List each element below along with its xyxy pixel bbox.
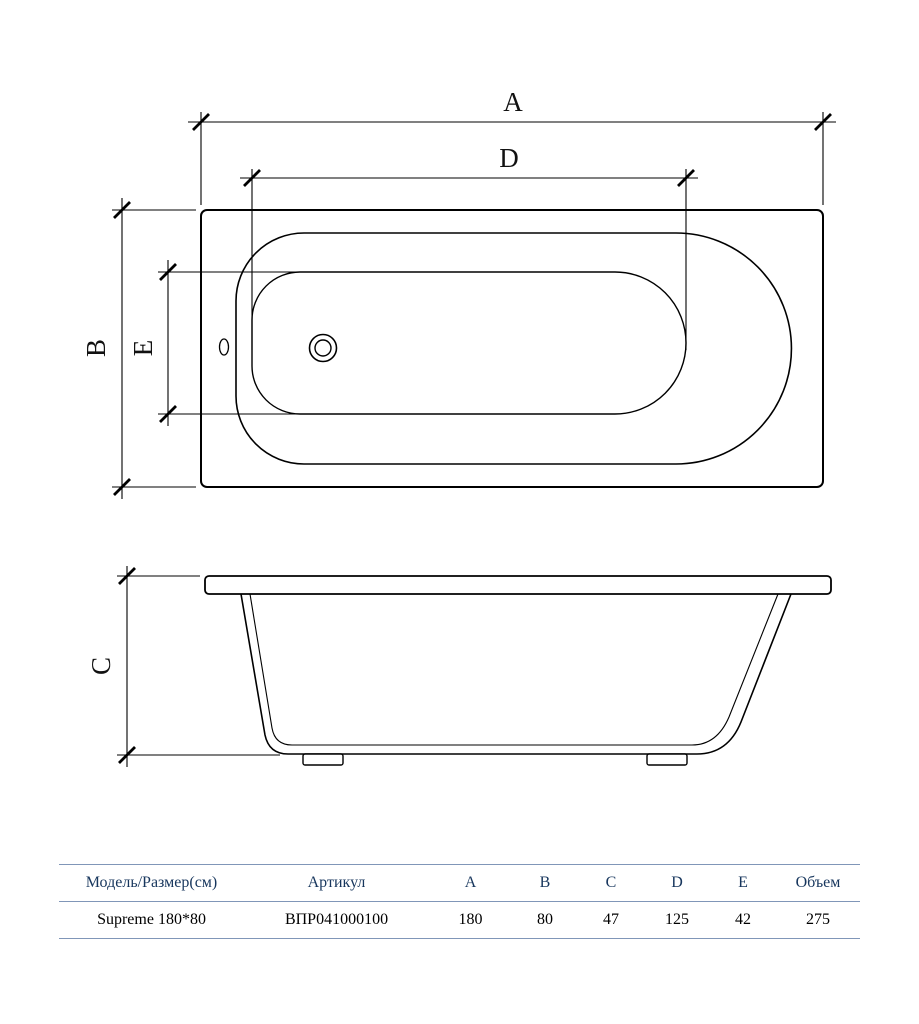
header-dim-e: E	[710, 864, 776, 902]
dim-d-lines	[240, 169, 698, 350]
cell-dim-d: 125	[644, 901, 710, 939]
top-view	[200, 209, 824, 488]
cell-dim-e: 42	[710, 901, 776, 939]
tub-foot-right	[646, 753, 688, 766]
tub-basin-contour	[251, 271, 687, 415]
header-model: Модель/Размер(см)	[59, 864, 244, 902]
header-volume: Объем	[776, 864, 860, 902]
bathtub-technical-drawing: A D B E	[81, 87, 836, 767]
cell-article: ВПР041000100	[244, 901, 429, 939]
side-view	[204, 575, 832, 766]
tub-side-body	[240, 593, 792, 755]
dim-label-a: A	[503, 87, 523, 117]
cell-dim-a: 180	[429, 901, 512, 939]
dim-e-ticks	[159, 263, 177, 423]
dimension-e: E	[128, 260, 305, 426]
cell-dim-b: 80	[512, 901, 578, 939]
header-article: Артикул	[244, 864, 429, 902]
dimension-b: B	[81, 198, 196, 499]
tub-foot-left	[302, 753, 344, 766]
header-dim-a: A	[429, 864, 512, 902]
dimension-a: A	[188, 87, 836, 205]
dim-label-d: D	[499, 143, 519, 173]
dim-label-c: C	[86, 657, 116, 675]
dimension-d: D	[240, 143, 698, 350]
spec-table-data-row: Supreme 180*80 ВПР041000100 180 80 47 12…	[59, 901, 860, 939]
spec-table-header-row: Модель/Размер(см) Артикул A B C D E Объе…	[59, 864, 860, 902]
cell-model: Supreme 180*80	[59, 901, 244, 939]
dim-c-lines	[117, 566, 280, 767]
overflow-fitting	[218, 338, 230, 356]
dim-label-b: B	[81, 339, 111, 357]
tub-side-rim	[204, 575, 832, 595]
dim-c-ticks	[118, 567, 136, 764]
dim-d-ticks	[243, 169, 695, 187]
spec-table: Модель/Размер(см) Артикул A B C D E Объе…	[59, 864, 860, 939]
dim-label-e: E	[128, 340, 158, 357]
dim-e-lines	[158, 260, 305, 426]
header-dim-d: D	[644, 864, 710, 902]
drain-inner-circle	[314, 339, 332, 357]
tub-side-inner-shell	[249, 593, 779, 746]
dimension-c: C	[86, 566, 280, 767]
dim-b-ticks	[113, 201, 131, 496]
header-dim-b: B	[512, 864, 578, 902]
cell-dim-c: 47	[578, 901, 644, 939]
dim-a-ticks	[192, 113, 832, 131]
header-dim-c: C	[578, 864, 644, 902]
dim-a-lines	[188, 112, 836, 205]
cell-volume: 275	[776, 901, 860, 939]
dim-b-lines	[112, 198, 196, 499]
